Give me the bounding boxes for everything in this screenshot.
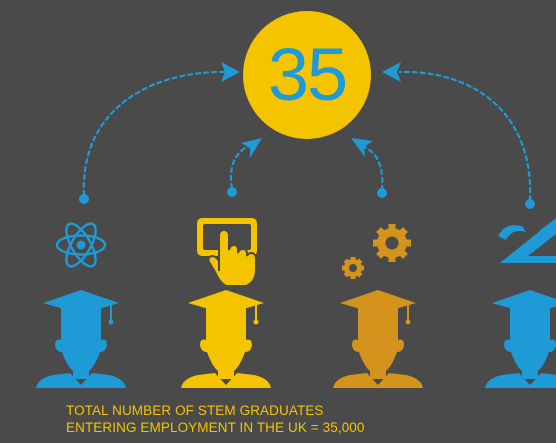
connector-dot-mathematics	[525, 199, 535, 209]
graduate-figure-technology	[181, 290, 271, 388]
gears-icon	[342, 224, 411, 279]
arrowhead-engineering	[351, 138, 373, 157]
arrowhead-mathematics	[382, 62, 401, 82]
connector-science	[82, 70, 230, 197]
atom-icon	[55, 222, 107, 268]
headline-number-circle: 35	[243, 11, 371, 139]
graduate-figure-science	[36, 290, 126, 388]
tablet-touch-icon	[197, 218, 257, 287]
arrowhead-science	[221, 62, 240, 82]
caption-line-1: TOTAL NUMBER OF STEM GRADUATES	[66, 403, 324, 418]
graduate-figure-mathematics	[485, 290, 556, 388]
connector-dot-science	[79, 194, 89, 204]
headline-number: 35	[267, 33, 348, 116]
connector-mathematics	[398, 70, 532, 202]
connector-dot-engineering	[377, 188, 387, 198]
caption: TOTAL NUMBER OF STEM GRADUATES ENTERING …	[66, 402, 365, 436]
graduate-figure-engineering	[333, 290, 423, 388]
arrowhead-technology	[241, 138, 262, 158]
connector-technology	[229, 143, 254, 190]
caption-line-2: ENTERING EMPLOYMENT IN THE UK = 35,000	[66, 420, 365, 435]
geometry-tools-icon	[498, 218, 556, 263]
connector-dot-technology	[227, 187, 237, 197]
connector-engineering	[360, 144, 384, 192]
